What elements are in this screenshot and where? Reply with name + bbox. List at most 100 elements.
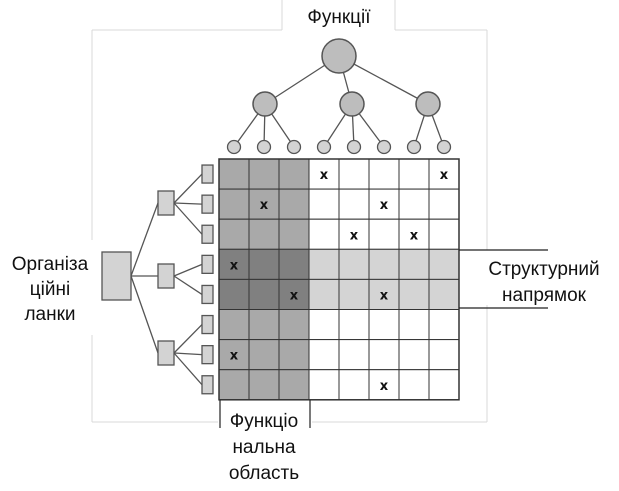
tree-connector xyxy=(130,202,159,277)
matrix-cell xyxy=(368,218,400,250)
matrix-cell xyxy=(338,369,370,401)
functional-area-label-line-1: Функціо xyxy=(229,411,299,432)
organizational-units-tree xyxy=(101,164,214,395)
matrix-mark: x xyxy=(350,228,359,243)
function-group-node xyxy=(339,91,365,117)
matrix-cell xyxy=(338,278,370,310)
matrix-cell xyxy=(278,309,310,341)
organizational-units-label-line-3: ланки xyxy=(24,304,76,325)
matrix-cell xyxy=(218,248,250,280)
org-unit-node xyxy=(201,375,214,395)
matrix-cell xyxy=(338,309,370,341)
matrix-cell xyxy=(398,339,430,371)
matrix-cell xyxy=(248,158,280,190)
functional-area-label-line-2: нальна xyxy=(232,437,296,458)
matrix-cell xyxy=(278,218,310,250)
organizational-units-label-line-1: Організа xyxy=(11,254,89,275)
org-unit-node xyxy=(201,284,214,305)
org-unit-node xyxy=(201,194,214,214)
matrix-cell xyxy=(398,188,430,220)
matrix-cell xyxy=(368,248,400,280)
matrix-border xyxy=(218,158,460,401)
matrix-cell xyxy=(368,158,400,190)
structural-direction-label: Структурний напрямок xyxy=(478,257,610,309)
outer-frame xyxy=(91,0,488,423)
matrix-cell xyxy=(218,158,250,190)
org-group-node xyxy=(157,190,175,216)
matrix-cell xyxy=(218,188,250,220)
matrix-cell xyxy=(368,309,400,341)
matrix-cell xyxy=(308,339,340,371)
matrix-mark: x xyxy=(380,288,389,303)
matrix-cell xyxy=(398,218,430,250)
matrix-cell xyxy=(278,248,310,280)
organizational-units-label-line-2: ційні xyxy=(29,279,71,300)
matrix-cell xyxy=(368,369,400,401)
org-root-node xyxy=(101,251,132,301)
org-unit-node xyxy=(201,164,214,184)
tree-connector xyxy=(173,324,203,354)
org-group-node xyxy=(157,263,175,289)
org-group-node xyxy=(157,340,175,366)
function-group-node xyxy=(252,91,278,117)
matrix-cell xyxy=(278,158,310,190)
function-leaf-node xyxy=(226,139,242,155)
pointer-lines xyxy=(219,249,548,428)
tree-connector xyxy=(173,352,203,386)
matrix-mark: x xyxy=(320,168,329,183)
matrix-cell xyxy=(428,188,460,220)
matrix-cell xyxy=(308,278,340,310)
matrix-cell xyxy=(428,369,460,401)
matrix-cell xyxy=(428,309,460,341)
function-leaf-node xyxy=(256,139,272,155)
matrix-mark: x xyxy=(410,228,419,243)
tree-connector xyxy=(173,275,203,295)
org-unit-node xyxy=(201,254,214,275)
structural-direction-label-line-1: Структурний xyxy=(488,259,600,280)
function-leaf-node xyxy=(406,139,422,155)
matrix-cell xyxy=(338,158,370,190)
matrix-cell xyxy=(338,339,370,371)
matrix-cell xyxy=(218,218,250,250)
matrix-cell xyxy=(308,218,340,250)
matrix-mark: x xyxy=(380,379,389,394)
matrix-cell xyxy=(398,248,430,280)
matrix-cell xyxy=(218,369,250,401)
matrix-cell xyxy=(398,309,430,341)
function-root-node xyxy=(321,38,357,74)
matrix-cell xyxy=(308,248,340,280)
tree-connector xyxy=(173,202,203,205)
matrix-cell xyxy=(338,188,370,220)
structural-direction-label-line-2: напрямок xyxy=(502,285,586,306)
matrix-mark: x xyxy=(290,288,299,303)
matrix-mark: x xyxy=(230,349,239,364)
matrix-cell xyxy=(248,339,280,371)
functional-area-label: Функціо нальна область xyxy=(214,409,314,487)
function-leaf-node xyxy=(316,139,332,155)
matrix-cell xyxy=(248,278,280,310)
matrix-cell xyxy=(278,188,310,220)
matrix-cell xyxy=(398,369,430,401)
functional-area-label-line-3: область xyxy=(228,463,300,484)
tree-connector xyxy=(173,352,203,356)
matrix-cell xyxy=(338,248,370,280)
function-leaf-node xyxy=(346,139,362,155)
matrix-cell xyxy=(428,248,460,280)
matrix-cell xyxy=(248,248,280,280)
matrix-cell xyxy=(308,188,340,220)
matrix-cell xyxy=(368,278,400,310)
tree-connector xyxy=(173,173,203,204)
matrix-cell xyxy=(248,369,280,401)
tree-connector xyxy=(173,263,203,277)
matrix-cell xyxy=(428,218,460,250)
functions-label-text: Функції xyxy=(307,7,371,28)
org-unit-node xyxy=(201,224,214,244)
matrix-cell xyxy=(218,278,250,310)
function-group-node xyxy=(415,91,441,117)
matrix-cell xyxy=(308,309,340,341)
matrix-cell xyxy=(218,309,250,341)
matrix-mark: x xyxy=(230,258,239,273)
function-leaf-node xyxy=(376,139,392,155)
